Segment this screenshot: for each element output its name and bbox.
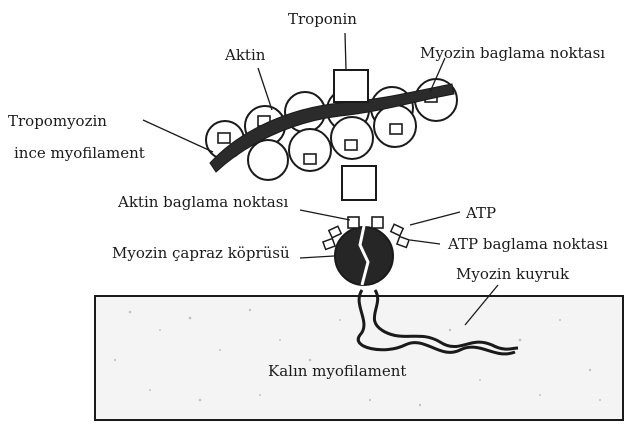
leader-lines	[143, 33, 498, 325]
label-kalin-myofilament: Kalın myofilament	[268, 362, 406, 380]
label-aktin-baglama-noktasi: Aktin baglama noktası	[118, 193, 288, 211]
label-myozin-capraz-koprusu: Myozin çapraz köprüsü	[112, 244, 290, 262]
label-aktin: Aktin	[225, 46, 265, 64]
label-myozin-kuyruk: Myozin kuyruk	[456, 265, 569, 283]
myosin-head	[323, 217, 409, 285]
label-tropomyozin: Tropomyozin	[8, 112, 107, 130]
label-myozin-baglama-noktasi: Myozin baglama noktası	[420, 44, 605, 62]
label-ince-myofilament: ince myofilament	[14, 144, 145, 162]
thick-filament	[95, 296, 623, 420]
label-troponin: Troponin	[288, 10, 357, 28]
label-atp-baglama-noktasi: ATP baglama noktası	[448, 235, 608, 253]
label-atp: ATP	[466, 204, 496, 222]
